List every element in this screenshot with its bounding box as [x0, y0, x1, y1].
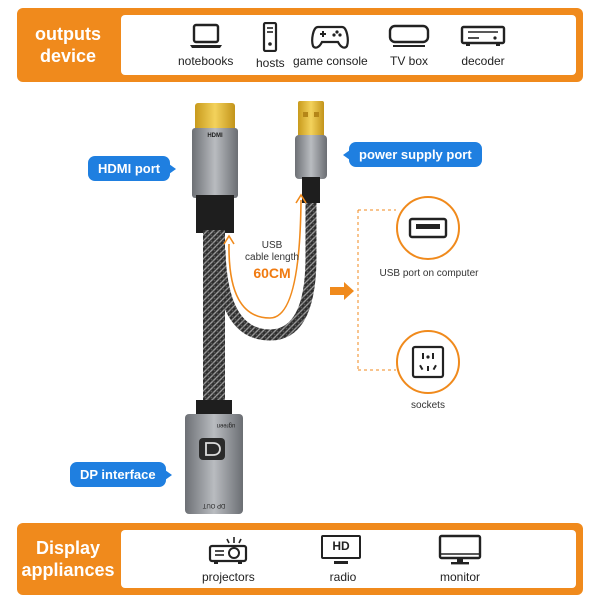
laptop-icon	[189, 23, 222, 48]
usb-branch-cable	[214, 200, 317, 341]
wall-socket-icon	[411, 345, 445, 379]
arrow-head-right	[295, 193, 307, 204]
hdmi-plug-text: HDMI	[207, 133, 223, 139]
arrow-head-left	[223, 234, 235, 245]
display-appliances-heading: Display appliances	[17, 523, 119, 595]
sockets-label: sockets	[411, 400, 445, 411]
hdmi-port-callout: HDMI port	[88, 156, 177, 181]
cable-length-note: USB cable length 60CM	[240, 240, 304, 281]
cable-text-line-2: cable length	[245, 252, 299, 263]
dp-plug: ugreen DP OUT	[185, 400, 243, 514]
device-game-console: game console	[293, 22, 368, 68]
heading-line-2: appliances	[21, 560, 115, 580]
device-projectors: projectors	[202, 534, 255, 584]
device-radio: HD radio	[320, 534, 366, 584]
gamepad-icon	[311, 25, 350, 49]
device-decoder: decoder	[459, 22, 507, 68]
heading-line-2: device	[39, 46, 97, 66]
pc-tower-icon	[263, 22, 278, 52]
device-label: decoder	[461, 54, 505, 68]
device-label: TV box	[389, 54, 428, 68]
output-devices-heading: outputs device	[17, 8, 119, 82]
cable-text-line-1: USB	[261, 240, 283, 251]
device-label: hosts	[256, 56, 285, 70]
hd-badge: HD	[332, 539, 350, 553]
power-direction-arrow	[330, 282, 354, 300]
heading-line-1: outputs	[35, 24, 101, 44]
display-appliances-banner: Display appliances	[17, 523, 583, 595]
usb-port-circle	[396, 196, 460, 260]
device-label: notebooks	[178, 54, 234, 68]
device-label: radio	[329, 570, 357, 584]
hdmi-plug: HDMI	[192, 103, 238, 233]
projector-icon	[209, 537, 248, 564]
device-tv-box: TV box	[387, 22, 431, 68]
cable-length-arrow	[228, 199, 302, 319]
hd-screen-icon: HD	[320, 534, 366, 566]
usb-plug	[295, 101, 327, 203]
cable-length-value: 60CM	[253, 265, 291, 281]
monitor-icon	[438, 534, 482, 565]
dp-plug-brand: ugreen	[217, 422, 236, 428]
device-hosts: hosts	[256, 22, 285, 70]
display-appliances-panel	[121, 530, 576, 588]
device-label: game console	[293, 54, 368, 68]
dp-interface-callout: DP interface	[70, 462, 172, 487]
usb-port-icon	[408, 217, 448, 239]
decoder-icon	[460, 25, 506, 46]
socket-circle	[396, 330, 460, 394]
device-notebooks: notebooks	[178, 22, 233, 68]
device-label: projectors	[202, 570, 255, 584]
connector-dashed-lines	[357, 209, 396, 371]
dp-plug-text: DP OUT	[202, 502, 225, 508]
usb-port-label: USB port on computer	[379, 268, 479, 279]
device-label: monitor	[439, 570, 480, 584]
tv-box-icon	[388, 24, 430, 47]
power-supply-callout: power supply port	[343, 142, 482, 167]
heading-line-1: Display	[35, 538, 101, 558]
device-monitor: monitor	[437, 534, 483, 584]
